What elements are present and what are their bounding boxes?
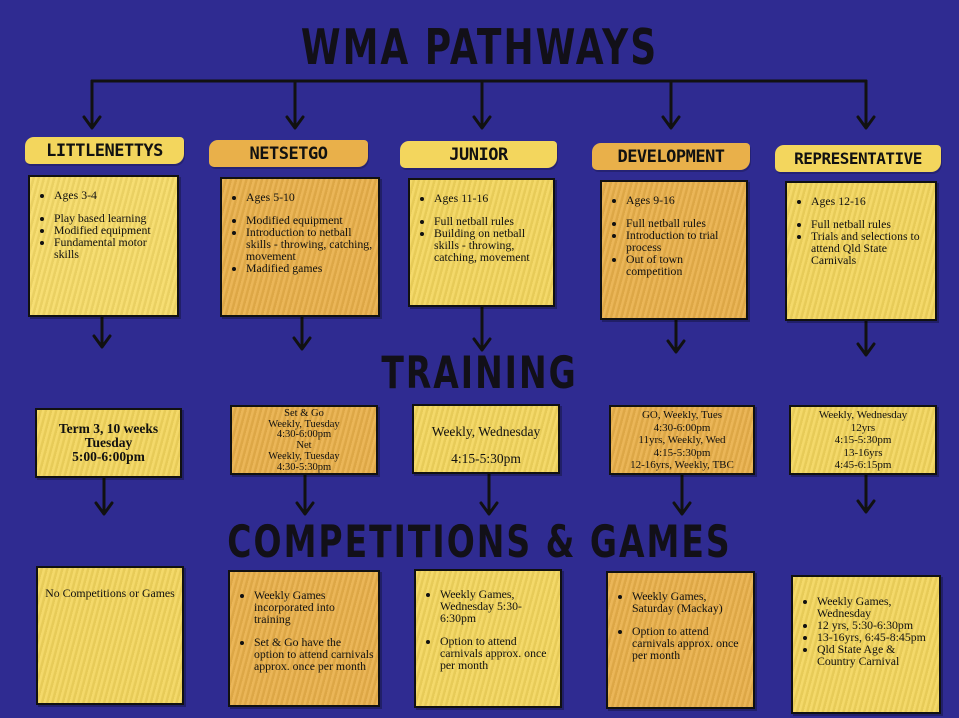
representative-training-13-16yrs-time: 4:45-6:15pm xyxy=(834,459,892,471)
netsetgo-carnivals: Set & Go have the option to attend carni… xyxy=(254,636,374,672)
netsetgo-training-card: Set & Go Weekly, Tuesday 4:30-6:00pm Net… xyxy=(230,405,378,475)
development-info-card: Ages 9-16 Full netball rules Introductio… xyxy=(600,180,748,320)
littlenettys-info-card: Ages 3-4 Play based learning Modified eq… xyxy=(28,175,179,317)
junior-training-card: Weekly, Wednesday 4:15-5:30pm xyxy=(412,404,560,474)
development-training-go: GO, Weekly, Tues xyxy=(641,409,723,421)
pathway-label-littlenettys: LITTLENETTYS xyxy=(25,137,184,164)
junior-carnivals: Option to attend carnivals approx. once … xyxy=(440,635,556,671)
development-training-11yrs: 11yrs, Weekly, Wed xyxy=(638,434,726,446)
development-out-of-town: Out of town competition xyxy=(626,253,742,277)
development-carnivals: Option to attend carnivals approx. once … xyxy=(632,625,749,661)
representative-trials: Trials and selections to attend Qld Stat… xyxy=(811,230,931,266)
representative-training-card: Weekly, Wednesday 12yrs 4:15-5:30pm 13-1… xyxy=(789,405,937,475)
netsetgo-training-net-time: 4:30-5:30pm xyxy=(276,461,332,473)
development-weekly-games: Weekly Games, Saturday (Mackay) xyxy=(632,590,749,614)
competitions-heading: COMPETITIONS & GAMES xyxy=(227,515,732,568)
littlenettys-no-competitions: No Competitions or Games xyxy=(45,586,175,600)
development-trial-process: Introduction to trial process xyxy=(626,229,742,253)
netsetgo-training-net-day: Weekly, Tuesday xyxy=(268,450,340,462)
netsetgo-info-card: Ages 5-10 Modified equipment Introductio… xyxy=(220,177,380,317)
littlenettys-competition-card: No Competitions or Games xyxy=(36,566,184,705)
littlenettys-play-learning: Play based learning xyxy=(54,212,173,224)
representative-age: Ages 12-16 xyxy=(811,195,931,207)
netsetgo-competition-card: Weekly Games incorporated into training … xyxy=(228,570,380,707)
junior-training-day: Weekly, Wednesday xyxy=(431,424,541,439)
junior-full-rules: Full netball rules xyxy=(434,215,549,227)
development-training-12-16yrs: 12-16yrs, Weekly, TBC xyxy=(630,459,734,471)
development-full-rules: Full netball rules xyxy=(626,217,742,229)
littlenettys-training-time: 5:00-6:00pm xyxy=(72,449,145,464)
netsetgo-training-setgo-day: Weekly, Tuesday xyxy=(268,418,340,430)
junior-competition-card: Weekly Games, Wednesday 5:30-6:30pm Opti… xyxy=(414,569,562,708)
development-training-card: GO, Weekly, Tues 4:30-6:00pm 11yrs, Week… xyxy=(609,405,755,475)
representative-12yrs-games: 12 yrs, 5:30-6:30pm xyxy=(817,619,935,631)
junior-info-card: Ages 11-16 Full netball rules Building o… xyxy=(408,178,555,307)
diagram-title: WMA PATHWAYS xyxy=(300,20,659,77)
representative-training-13-16yrs: 13-16yrs xyxy=(843,446,883,459)
development-training-11yrs-time: 4:15-5:30pm xyxy=(653,446,711,459)
pathway-label-development: DEVELOPMENT xyxy=(592,143,750,170)
netsetgo-age: Ages 5-10 xyxy=(246,191,374,203)
netsetgo-weekly-games: Weekly Games incorporated into training xyxy=(254,589,374,625)
littlenettys-training-card: Term 3, 10 weeks Tuesday 5:00-6:00pm xyxy=(35,408,182,478)
training-heading: TRAINING xyxy=(381,346,578,399)
littlenettys-training-day: Tuesday xyxy=(84,435,133,450)
representative-state-carnival: Qld State Age & Country Carnival xyxy=(817,643,935,667)
representative-13-16yrs-games: 13-16yrs, 6:45-8:45pm xyxy=(817,631,935,643)
development-age: Ages 9-16 xyxy=(626,194,742,206)
pathway-label-representative: REPRESENTATIVE xyxy=(775,145,941,172)
representative-full-rules: Full netball rules xyxy=(811,218,931,230)
representative-info-card: Ages 12-16 Full netball rules Trials and… xyxy=(785,181,937,321)
junior-training-time: 4:15-5:30pm xyxy=(451,451,521,466)
littlenettys-equipment: Modified equipment xyxy=(54,224,173,236)
netsetgo-skills: Introduction to netball skills - throwin… xyxy=(246,226,374,262)
representative-weekly-games: Weekly Games, Wednesday xyxy=(817,595,935,619)
representative-training-12yrs: 12yrs xyxy=(850,421,876,434)
littlenettys-age: Ages 3-4 xyxy=(54,189,173,201)
pathway-label-netsetgo: NETSETGO xyxy=(209,140,368,167)
development-training-go-time: 4:30-6:00pm xyxy=(653,421,711,434)
netsetgo-equipment: Modified equipment xyxy=(246,214,374,226)
netsetgo-training-net: Net xyxy=(296,440,312,452)
representative-training-12yrs-time: 4:15-5:30pm xyxy=(834,434,892,446)
development-competition-card: Weekly Games, Saturday (Mackay) Option t… xyxy=(606,571,755,709)
junior-skills: Building on netball skills - throwing, c… xyxy=(434,227,549,263)
representative-competition-card: Weekly Games, Wednesday 12 yrs, 5:30-6:3… xyxy=(791,575,941,714)
netsetgo-games: Madified games xyxy=(246,262,374,274)
junior-weekly-games: Weekly Games, Wednesday 5:30-6:30pm xyxy=(440,588,556,624)
representative-training-day: Weekly, Wednesday xyxy=(818,409,908,421)
junior-age: Ages 11-16 xyxy=(434,192,549,204)
littlenettys-motor-skills: Fundamental motor skills xyxy=(54,236,173,260)
littlenettys-training-term: Term 3, 10 weeks xyxy=(58,421,159,436)
pathway-label-junior: JUNIOR xyxy=(400,141,557,168)
netsetgo-training-setgo: Set & Go xyxy=(284,408,324,419)
netsetgo-training-setgo-time: 4:30-6:00pm xyxy=(276,429,332,441)
